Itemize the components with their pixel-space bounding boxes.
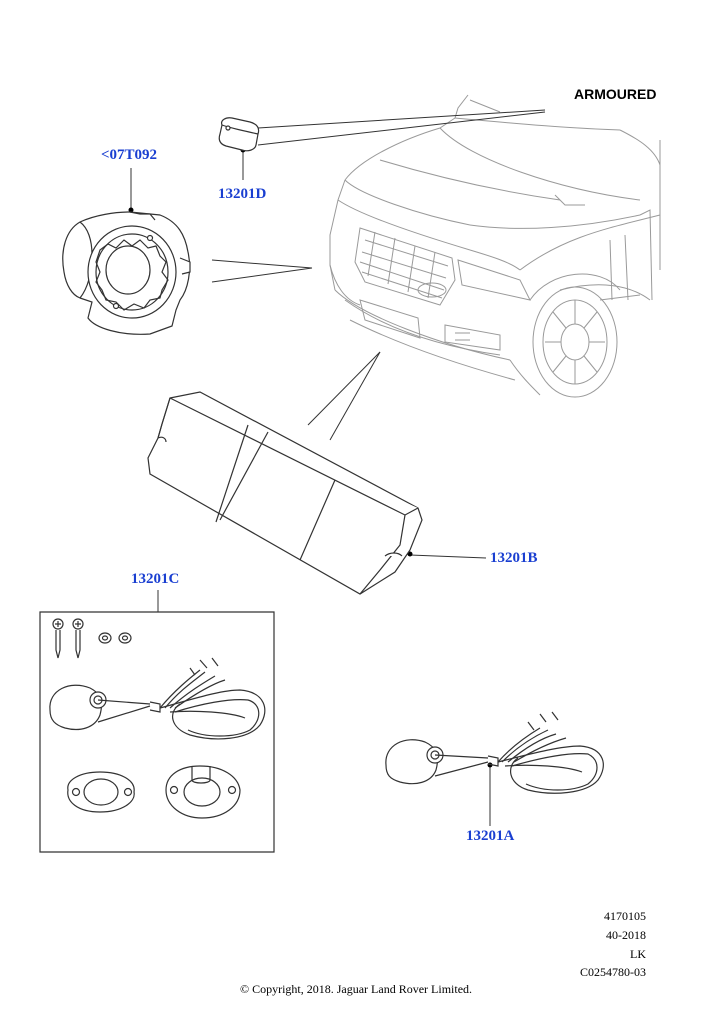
callout-13201a[interactable]: 13201A <box>466 828 515 844</box>
illustration-date: 40-2018 <box>606 928 646 942</box>
sensor-13201d <box>219 118 258 151</box>
copyright-notice: © Copyright, 2018. Jaguar Land Rover Lim… <box>239 982 473 996</box>
callout-13201c[interactable]: 13201C <box>131 571 180 587</box>
callout-siren-reference[interactable]: <07T092 <box>101 147 158 163</box>
illustration-number: 4170105 <box>604 909 646 923</box>
vehicle-illustration <box>330 95 660 397</box>
kit-13201c <box>40 612 274 852</box>
siren-assembly <box>63 212 190 334</box>
leader-lines <box>131 110 545 826</box>
armoured-heading: ARMOURED <box>574 86 657 102</box>
illustration-code: C0254780-03 <box>580 965 646 979</box>
harness-13201a <box>386 712 603 793</box>
callout-13201d[interactable]: 13201D <box>218 186 267 202</box>
cover-13201b <box>148 392 422 594</box>
illustration-region: LK <box>630 947 646 961</box>
callout-13201b[interactable]: 13201B <box>490 550 538 566</box>
